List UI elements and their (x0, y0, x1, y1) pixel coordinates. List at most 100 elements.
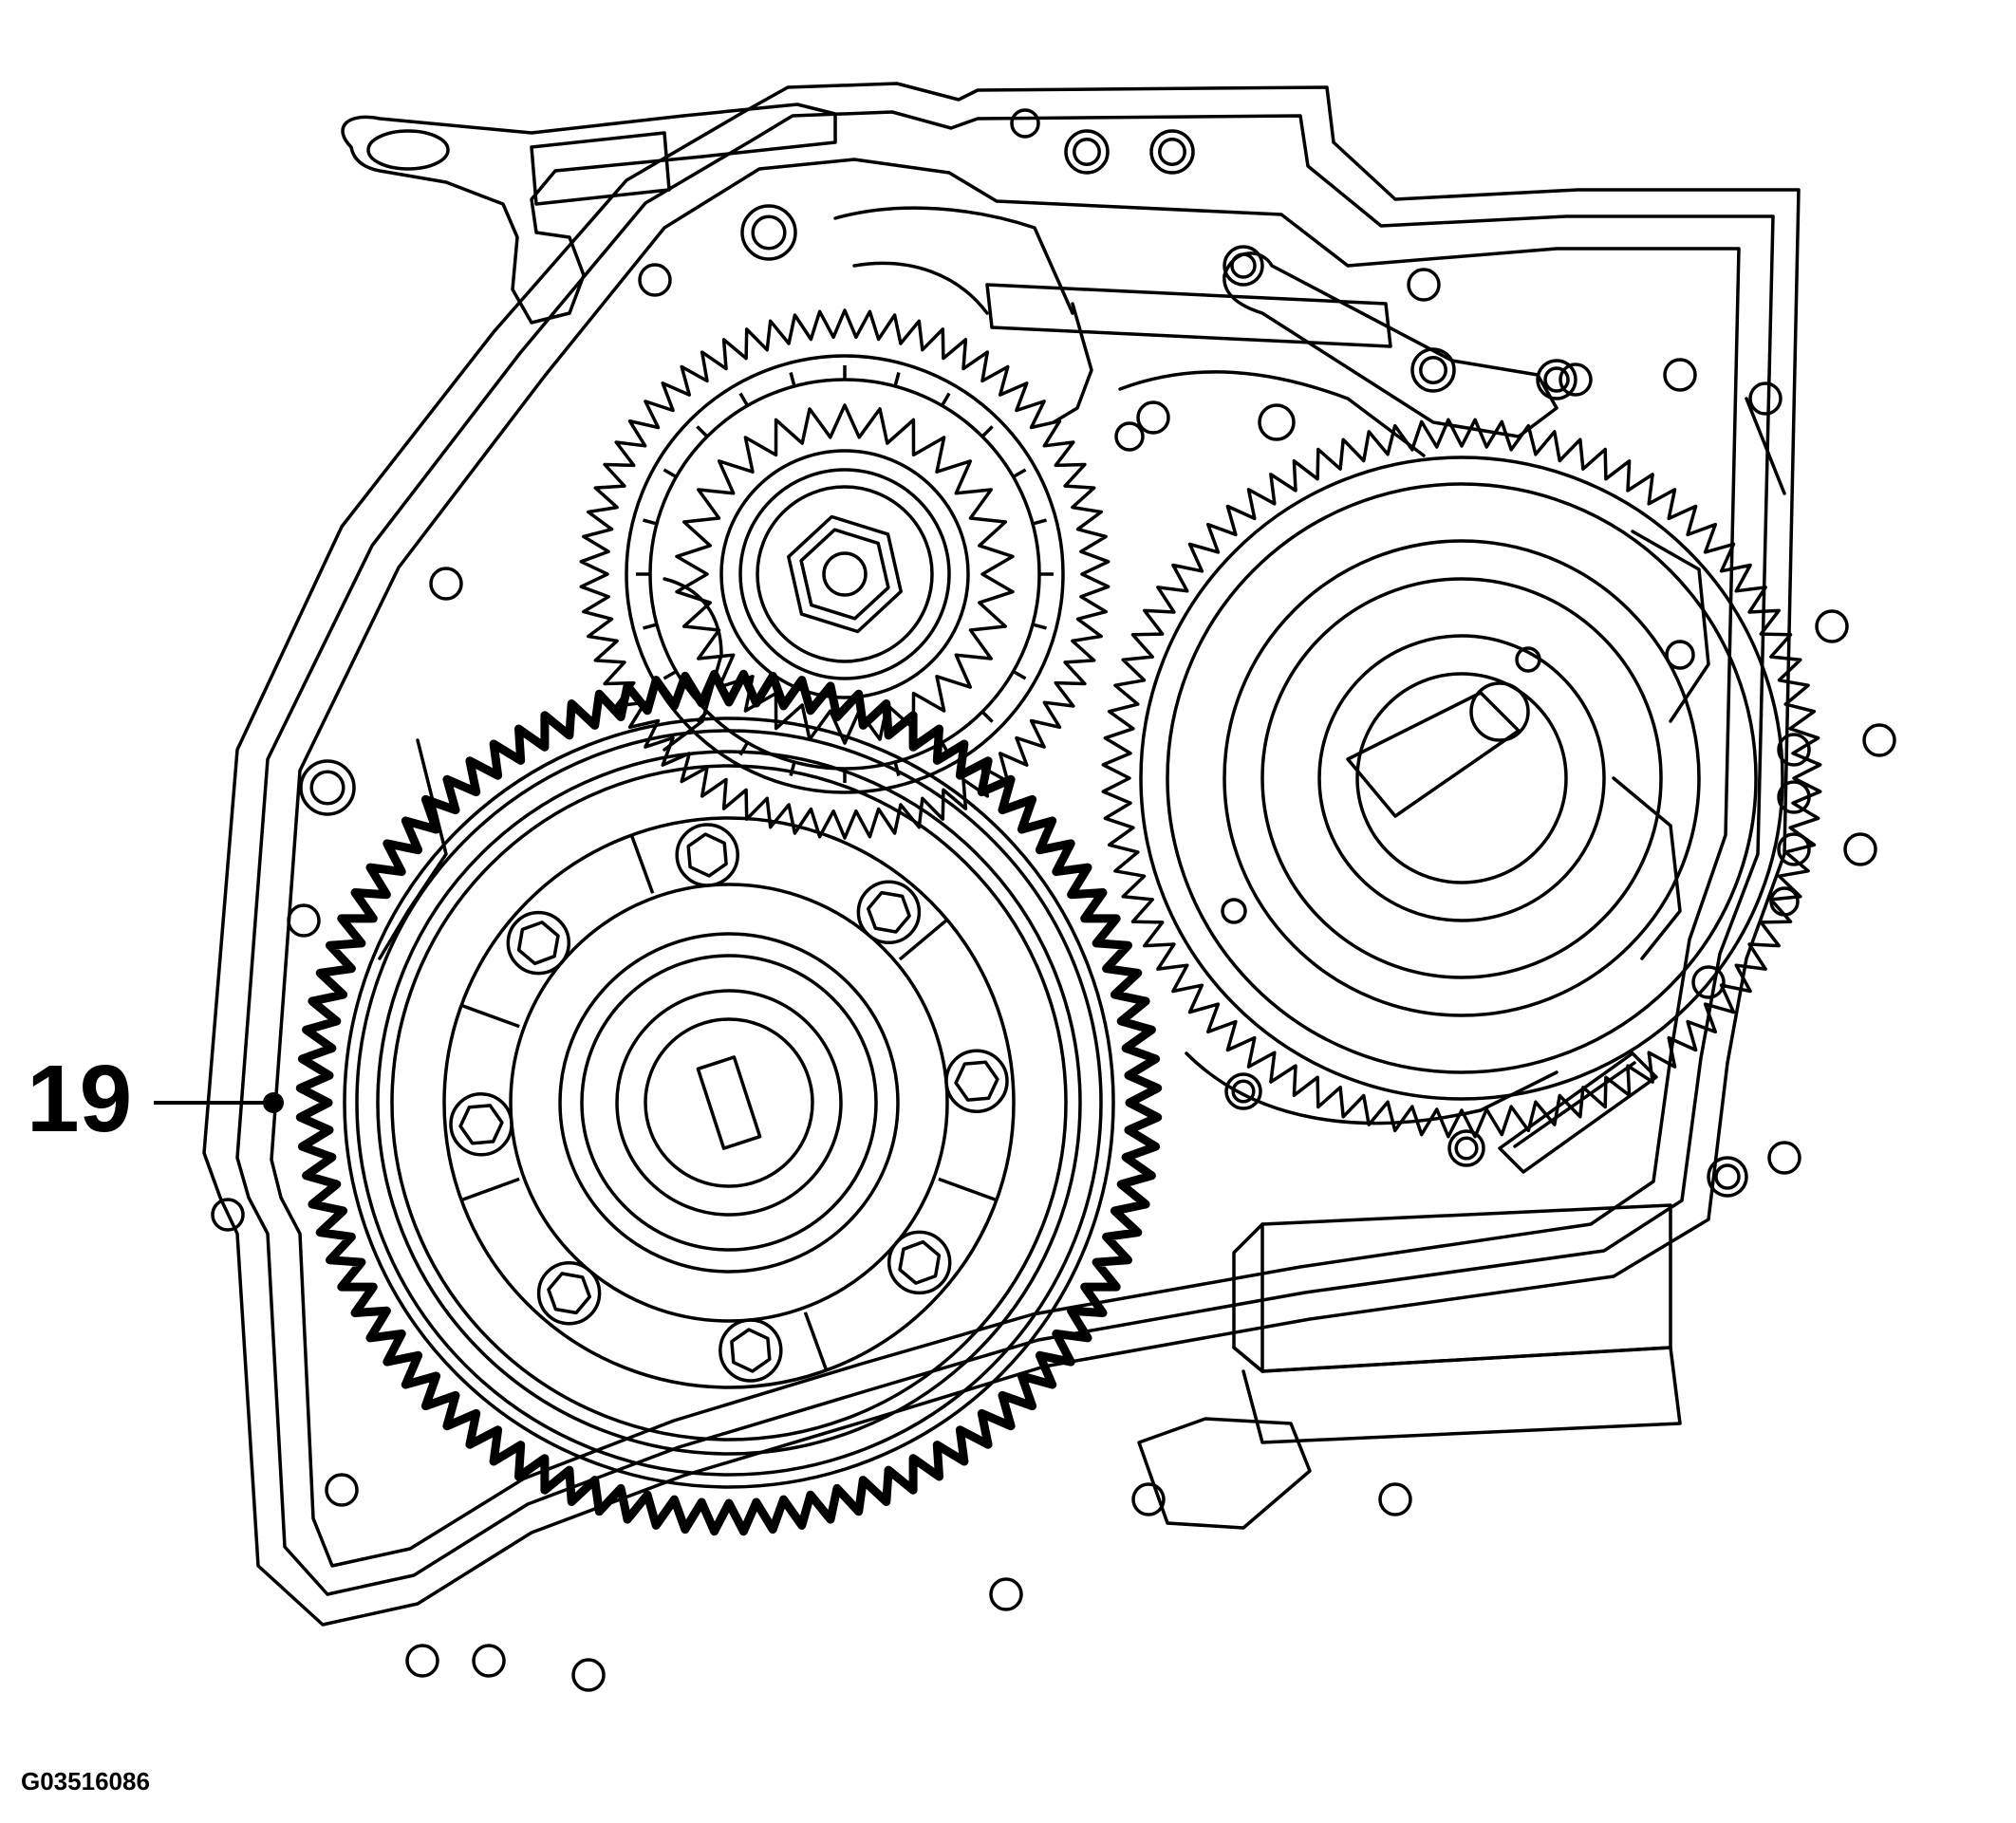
right-gear-teeth (1101, 418, 1822, 1139)
right-gear-rim-0 (1139, 456, 1784, 1101)
case-outline-outer (202, 82, 1801, 1627)
idler-tick-9 (696, 710, 709, 723)
case-bolt-10 (1410, 347, 1456, 393)
callout-number: 19 (27, 1046, 133, 1152)
right-hub-outer (1223, 539, 1701, 1017)
ring-gear-rim-2 (376, 750, 1082, 1456)
idler-tick-23 (1032, 518, 1047, 526)
case-bolt-28 (989, 1577, 1023, 1611)
case-bolt-inner-1 (1073, 138, 1101, 166)
idler-tick-13 (643, 518, 658, 526)
right-gear-rim-1 (1166, 482, 1758, 1074)
carrier-inner (509, 883, 949, 1323)
case-bolt-6 (1407, 268, 1441, 302)
upper-housing-curve-1 (833, 206, 1074, 315)
ring-gear-rim-3 (390, 764, 1068, 1442)
shift-rail (985, 283, 1392, 348)
case-bolt-inner-24 (1714, 1163, 1741, 1190)
upper-housing-curve-3 (1118, 370, 1426, 457)
pinion-nut-outer (787, 514, 903, 634)
case-bolt-inner-23 (1454, 1136, 1479, 1161)
case-bolt-20 (1691, 965, 1726, 999)
case-bolt-2 (1149, 129, 1195, 175)
idler-tick-19 (893, 372, 901, 387)
ring-bolt-2 (944, 1049, 1009, 1113)
upper-pinion-gear (675, 403, 1015, 745)
upper-housing-curve-2 (852, 261, 989, 315)
case-bolt-22 (1224, 1072, 1262, 1110)
right-hub-hole-2 (1221, 898, 1247, 924)
output-shaft-end (1469, 681, 1530, 742)
hub-inner (615, 989, 843, 1217)
ring-bolt-6 (449, 1092, 513, 1157)
idler-tick-3 (980, 710, 994, 723)
carrier-spoke-4 (629, 834, 655, 894)
case-bolt-27 (1378, 1482, 1412, 1516)
valve-body-base (1241, 1346, 1682, 1444)
valve-body-front (1232, 1346, 1672, 1373)
case-bolt-12 (429, 567, 463, 601)
right-hub-mid (1260, 577, 1663, 979)
carrier-spoke-3 (460, 1003, 520, 1029)
idler-tick-16 (738, 392, 750, 407)
pinion-shaft (822, 551, 868, 597)
hub-mid (580, 954, 878, 1252)
valve-body-top (1232, 1203, 1672, 1373)
right-slot (1498, 1051, 1658, 1174)
ring-bolt-0 (675, 823, 739, 887)
case-bolt-inner-10 (1419, 356, 1447, 384)
housing-channel-6 (1745, 397, 1786, 495)
idler-tick-2 (1012, 669, 1027, 680)
case-bolt-24 (1707, 1156, 1748, 1198)
idler-gear-rim (625, 354, 1065, 794)
right-hub-inner (1317, 634, 1606, 922)
carrier-spoke-2 (460, 1177, 520, 1202)
pinion-nut-inner (799, 528, 890, 621)
case-bolt-30 (325, 1473, 359, 1507)
shaft-key-slot (696, 1055, 762, 1150)
ring-bolt-head-7 (516, 921, 560, 966)
right-hub-bore (1355, 672, 1568, 884)
case-bolt-18 (1777, 832, 1811, 866)
case-bolt-32 (472, 1644, 506, 1678)
case-outline-inner (235, 110, 1775, 1596)
ring-bolt-head-6 (458, 1104, 504, 1145)
case-bolt-4 (638, 263, 672, 297)
idler-tick-14 (663, 468, 678, 479)
case-bolt-33 (571, 1658, 606, 1692)
ring-gear-teeth (295, 669, 1163, 1536)
ring-bolt-head-0 (686, 832, 728, 878)
hub-bore (644, 1017, 814, 1188)
idler-tick-4 (940, 741, 951, 756)
housing-channel-4 (1612, 776, 1682, 960)
idler-tick-20 (940, 392, 951, 407)
idler-tick-21 (980, 425, 994, 438)
case-flange-line (270, 158, 1741, 1568)
right-slot-inner (1513, 1061, 1636, 1148)
case-bolt-25 (1767, 1141, 1801, 1175)
idler-tick-5 (893, 761, 901, 776)
idler-gear-teeth (579, 308, 1111, 840)
idler-tick-10 (663, 669, 678, 680)
hub-outer (558, 932, 900, 1274)
bracket-eye (366, 129, 450, 171)
case-bolt-11 (1536, 359, 1577, 400)
housing-channel-3 (1631, 530, 1710, 723)
right-hub-hole-1 (1515, 646, 1541, 673)
callout-leader (154, 1092, 284, 1113)
idler-tick-22 (1012, 468, 1027, 479)
idler-tick-11 (643, 623, 658, 630)
case-bolt-3 (1010, 108, 1040, 139)
case-bolt-inner-0 (751, 214, 787, 251)
ring-bolt-head-2 (954, 1060, 999, 1102)
case-bolt-36 (1114, 421, 1145, 452)
case-bolt-35 (1136, 400, 1170, 435)
leader-dot (263, 1092, 284, 1113)
ring-bolt-5 (536, 1260, 602, 1326)
pinion-rim (719, 449, 970, 699)
large-ring-gear-19 (295, 669, 1163, 1536)
ring-bolt-head-1 (866, 890, 911, 934)
case-bolt-inner-13 (309, 770, 345, 806)
